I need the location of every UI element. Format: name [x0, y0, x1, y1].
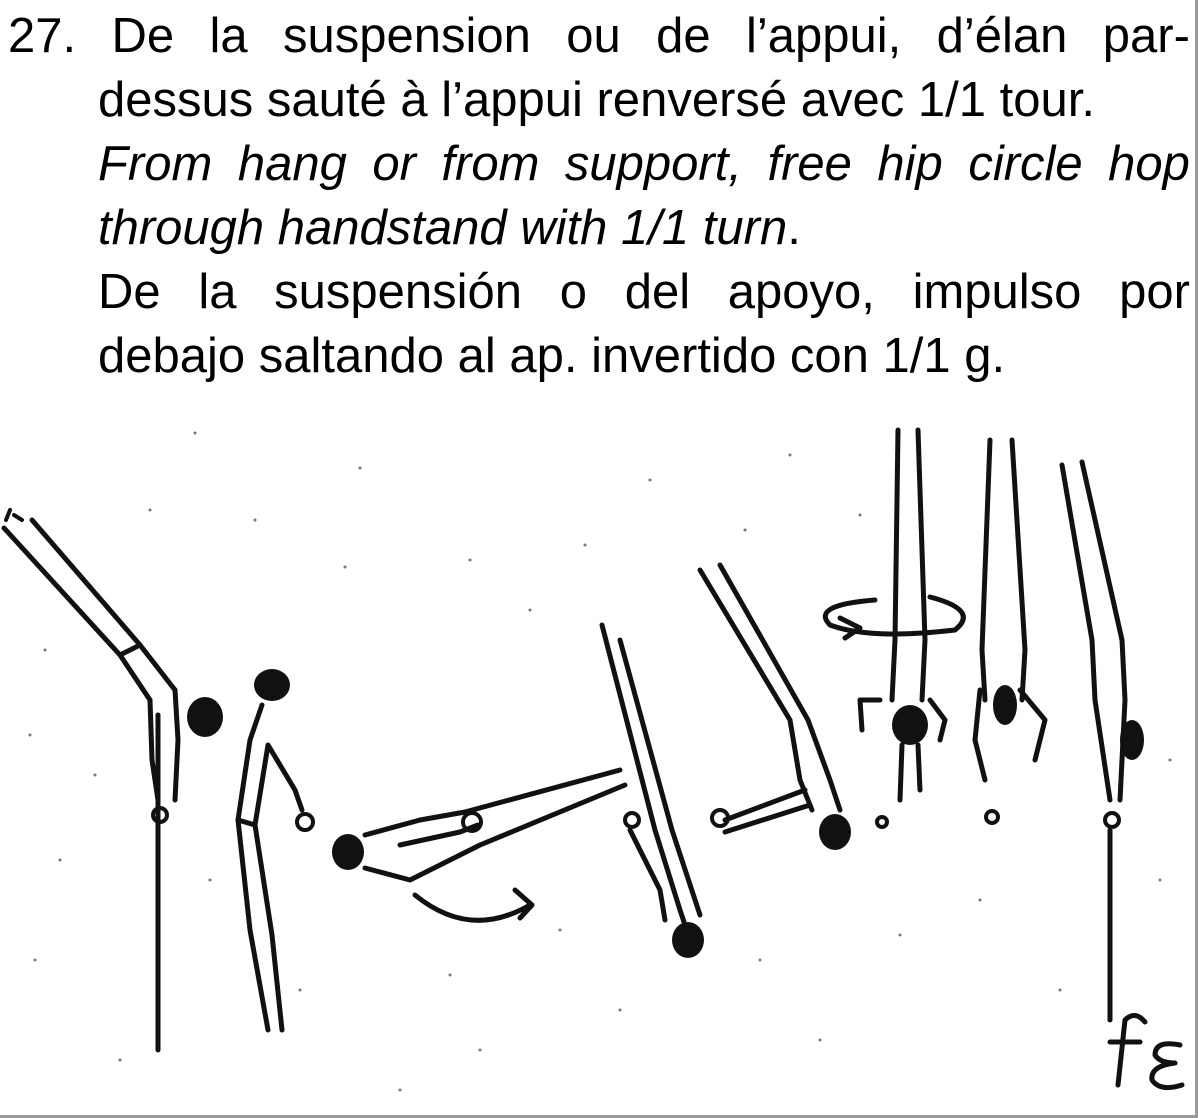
english-line-2: through handstand with 1/1 turn. — [98, 201, 801, 255]
french-line-2: dessus sauté à l’appui renversé avec 1/1… — [98, 73, 1095, 127]
gymnast-figure-5 — [697, 562, 889, 850]
spanish-line-2: debajo saltando al ap. invertido con 1/1… — [98, 329, 1006, 383]
french-line-1: 27. De la suspension ou de l’appui, d’él… — [8, 4, 1190, 68]
gymnast-figure-4 — [599, 622, 704, 958]
movement-sequence-illustration — [1, 427, 1185, 1092]
element-number: 27. — [8, 9, 77, 63]
artist-signature — [1107, 1013, 1185, 1091]
gymnast-figure-1 — [1, 508, 223, 1053]
gymnast-figure-2 — [235, 669, 315, 1033]
paper-specks — [28, 431, 1172, 1092]
gymnast-figure-3 — [332, 767, 628, 923]
spanish-line-1: De la suspensión o del apoyo, impulso po… — [98, 265, 1190, 319]
bottom-border — [0, 1115, 1198, 1118]
english-line-1: From hang or from support, free hip circ… — [98, 137, 1190, 191]
gymnast-figure-8 — [1059, 459, 1144, 1023]
element-description: 27. De la suspension ou de l’appui, d’él… — [8, 4, 1190, 388]
gymnast-figure-6 — [822, 427, 966, 803]
gymnast-figure-7 — [972, 437, 1048, 825]
right-border — [1195, 0, 1198, 1118]
